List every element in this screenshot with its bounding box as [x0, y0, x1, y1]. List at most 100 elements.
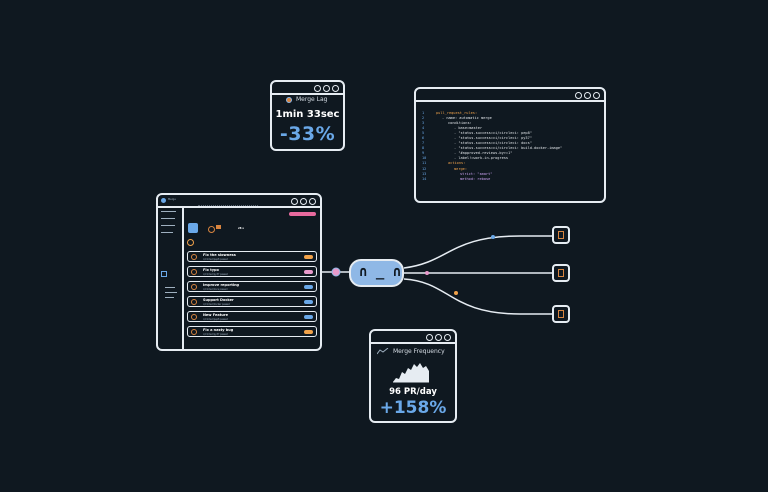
- merge-frequency-card: Merge Frequency 96 PR/day +158%: [369, 329, 457, 423]
- pr-icon: [191, 314, 197, 320]
- line-number: 7: [422, 141, 425, 146]
- status-badge: [304, 285, 313, 289]
- frequency-area-chart: [393, 363, 429, 383]
- window-controls: [314, 85, 339, 92]
- sidebar: [158, 207, 184, 349]
- code-text: - "status-success=ci/circleci: pep8": [454, 131, 532, 136]
- app-tag: Merge: [168, 198, 176, 201]
- line-number: 10: [422, 156, 427, 161]
- merge-lag-time: 1min 33sec: [275, 109, 340, 120]
- file-icon: [558, 269, 564, 277]
- code-text: actions:: [448, 161, 466, 166]
- line-number: 13: [422, 171, 427, 176]
- merge-lag-title: Merge Lag: [296, 96, 328, 103]
- line-number: 2: [422, 116, 425, 121]
- line-number: 12: [422, 166, 427, 171]
- code-text: pull_request_rules:: [436, 111, 478, 115]
- status-badge: [304, 330, 313, 334]
- merge-frequency-change: +158%: [379, 398, 447, 418]
- code-line: 12 merge:: [422, 167, 562, 172]
- pr-icon: [191, 254, 197, 260]
- pr-icon: [191, 329, 197, 335]
- code-line: 2 - name: automatic merge: [422, 116, 562, 121]
- code-line: 10 - label!=work-in-progress: [422, 156, 562, 161]
- line-number: 11: [422, 161, 427, 166]
- app-logo: [161, 198, 166, 203]
- status-badge: [304, 255, 313, 259]
- line-number: 4: [422, 126, 425, 131]
- merge-rate: 96 PR/day: [389, 387, 437, 397]
- chat-icon[interactable]: [161, 271, 167, 277]
- code-line: 1 pull_request_rules:: [422, 111, 562, 116]
- code-block: 1 pull_request_rules: 2 - name: automatic m…: [422, 111, 562, 182]
- status-badge: [304, 300, 313, 304]
- add-icon[interactable]: [187, 239, 194, 246]
- code-line: 11 actions:: [422, 161, 562, 166]
- trend-icon: [377, 348, 389, 355]
- code-line: 7 - "status-success=ci/circleci: docs": [422, 141, 562, 146]
- code-text: - "#approved-reviews-by>=1": [454, 151, 513, 156]
- action-button[interactable]: [289, 212, 316, 216]
- code-text: conditions:: [448, 121, 472, 126]
- pr-subtitle: ci/circleci/py37 passed: [203, 273, 228, 276]
- line-number: 3: [422, 121, 425, 126]
- flow-dot-blue: [491, 235, 495, 239]
- code-line: 8 - "status-success=ci/circleci: build-do…: [422, 146, 562, 151]
- code-text: - "status-success=ci/circleci: py37": [454, 136, 532, 141]
- window-controls: [291, 198, 316, 205]
- pr-title: Fix typo: [203, 268, 219, 272]
- clock-icon: [286, 96, 292, 103]
- deploy-target-1: [552, 226, 570, 244]
- pr-title: Fix the slowness: [203, 253, 236, 257]
- code-text: - "status-success=ci/circleci: build-doc…: [454, 146, 563, 151]
- line-number: 6: [422, 136, 425, 141]
- status-badge: [304, 315, 313, 319]
- line-number: 14: [422, 176, 427, 181]
- window-controls: [426, 334, 451, 341]
- pr-icon: [191, 284, 197, 290]
- deploy-target-3: [552, 305, 570, 323]
- status-badge: [304, 270, 313, 274]
- pr-icon: [191, 269, 197, 275]
- flow-dot-orange: [454, 291, 458, 295]
- line-number: 1: [422, 111, 425, 115]
- pr-title: Fix a nasty bug: [203, 328, 234, 332]
- bot-face: ∩ _ ∩: [359, 264, 402, 280]
- code-text: - label!=work-in-progress: [454, 156, 509, 161]
- pr-subtitle: ci/circleci/docker passed: [203, 303, 230, 306]
- line-number: 9: [422, 151, 425, 156]
- merge-lag-card: Merge Lag 1min 33sec -33%: [270, 80, 345, 151]
- input-node: [331, 267, 341, 277]
- window-controls: [575, 92, 600, 99]
- code-text: - "status-success=ci/circleci: docs": [454, 141, 532, 146]
- line-number: 5: [422, 131, 425, 136]
- pr-subtitle: ci/circleci/py37 passed: [203, 333, 228, 336]
- code-text: - name: automatic merge: [442, 116, 492, 121]
- line-number: 8: [422, 146, 425, 151]
- code-line: 6 - "status-success=ci/circleci: py37": [422, 136, 562, 141]
- code-text: - base=master: [454, 126, 483, 131]
- merge-icon: [208, 226, 215, 233]
- deploy-target-2: [552, 264, 570, 282]
- pr-subtitle: ci/circleci/pep8 passed: [203, 318, 228, 321]
- flow-dot-pink: [425, 271, 429, 275]
- file-icon: [558, 231, 564, 239]
- config-code-window: 1 pull_request_rules: 2 - name: automatic m…: [414, 87, 606, 203]
- pr-title: Support Docker: [203, 298, 234, 302]
- code-text: merge:: [454, 166, 467, 171]
- merge-lag-change: -33%: [279, 123, 336, 145]
- flag-icon: [216, 225, 221, 229]
- pr-title: New Feature: [203, 313, 229, 317]
- file-icon: [558, 310, 564, 318]
- code-line: 3 conditions:: [422, 121, 562, 126]
